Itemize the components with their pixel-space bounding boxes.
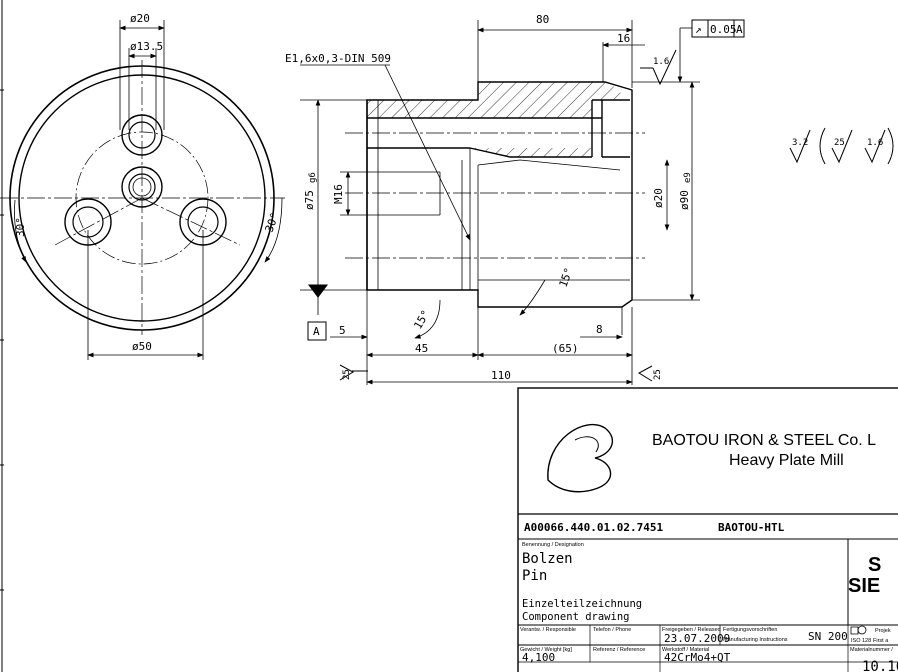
dim-d75-tolerance: g6 <box>308 172 318 183</box>
drawing-type-de: Einzelteilzeichnung <box>522 598 642 610</box>
section-view <box>300 19 894 385</box>
designation-en: Pin <box>522 568 547 584</box>
dim-len-8: 8 <box>596 323 603 336</box>
reference-label: Referenz / Reference <box>593 647 645 653</box>
finish-general: 3.2 <box>792 138 808 148</box>
logo-s-top: S <box>868 554 881 576</box>
dim-d90-value: ø90 <box>678 190 691 210</box>
tolerance-datum: A <box>736 23 743 36</box>
dim-d90-tolerance: e9 <box>683 172 693 183</box>
finish-right: 25 <box>653 369 663 380</box>
dim-len-5: 5 <box>339 324 346 337</box>
designation-de: Bolzen <box>522 551 573 567</box>
finish-left: 25 <box>342 369 352 380</box>
dim-d90: ø90 e9 <box>678 172 693 210</box>
finish-paren-a: 25 <box>834 138 845 148</box>
weight-label: Gewicht / Weight [kg] <box>520 647 572 653</box>
sheet-border <box>0 0 4 672</box>
dim-angle-30-left: 30° <box>14 217 27 237</box>
logo-sie-bottom: SIE <box>848 575 880 597</box>
dim-angle-15-b: 15° <box>557 266 576 289</box>
dim-m16: M16 <box>332 184 345 204</box>
dim-d50: ø50 <box>132 340 152 353</box>
center-hole-callout: E1,6x0,3-DIN 509 <box>285 52 391 65</box>
project-code: BAOTOU-HTL <box>718 521 785 534</box>
company-division: Heavy Plate Mill <box>729 452 844 469</box>
dim-len-80: 80 <box>536 13 549 26</box>
dim-d75: ø75 g6 <box>303 172 318 210</box>
dim-angle-30-right: 30° <box>263 211 282 234</box>
drawing-number: A00066.440.01.02.7451 <box>524 521 663 534</box>
responsible-label: Verantw. / Responsible <box>520 627 576 633</box>
released-label: Freigegeben / Released <box>662 627 721 633</box>
finish-paren-b: 1.6 <box>867 138 883 148</box>
datum-label: A <box>313 325 320 338</box>
manufacturing-std: SN 200 <box>808 630 848 643</box>
finish-face: 1.6 <box>653 57 669 67</box>
title-block <box>517 387 898 672</box>
material-number: 10.16 <box>862 659 898 672</box>
dim-len-45: 45 <box>415 342 428 355</box>
dim-d20-side: ø20 <box>652 188 665 208</box>
dim-d13-5: ø13.5 <box>130 40 163 53</box>
phone-label: Telefon / Phone <box>593 627 631 633</box>
company-name: BAOTOU IRON & STEEL Co. L <box>652 432 876 449</box>
released-date: 23.07.2009 <box>664 632 730 645</box>
dim-len-110: 110 <box>491 369 511 382</box>
projection-symbol <box>850 625 867 635</box>
dim-angle-15-a: 15° <box>411 308 432 332</box>
material-label: Werkstoff / Material <box>662 647 709 653</box>
material-value: 42CrMo4+QT <box>664 651 731 664</box>
iso-label: ISO 128 <box>851 638 871 644</box>
tolerance-value: 0.05 <box>710 23 737 36</box>
tolerance-symbol: ↗ <box>695 23 702 36</box>
designation-label: Benennung / Designation <box>522 542 584 548</box>
manufacturing-label: Fertigungsvorschriften <box>723 627 777 633</box>
drawing-type-en: Component drawing <box>522 611 629 623</box>
first-angle-label: First a <box>873 638 889 644</box>
dim-len-16: 16 <box>617 32 630 45</box>
dim-d20: ø20 <box>130 12 150 25</box>
dim-d75-value: ø75 <box>303 190 316 210</box>
material-number-label: Materialnummer / <box>850 647 893 653</box>
end-view <box>0 20 285 360</box>
weight-value: 4,100 <box>522 651 555 664</box>
manufacturing-label-en: Manufacturing Instructions <box>723 637 788 643</box>
dim-len-65: (65) <box>552 342 579 355</box>
projection-label: Projek <box>875 628 891 634</box>
